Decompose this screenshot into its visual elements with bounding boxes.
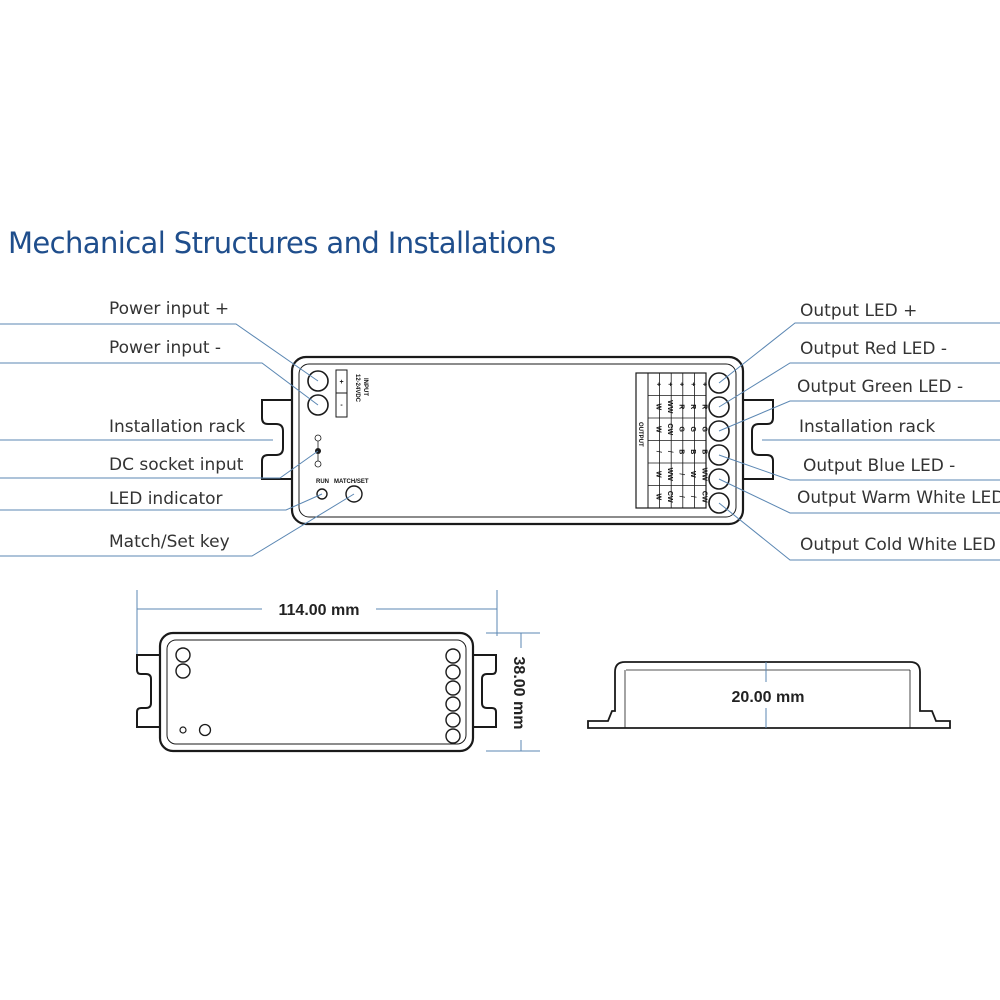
- leader-power-input-minus: [0, 362, 319, 406]
- label-installation-rack-left: Installation rack: [109, 417, 245, 437]
- dimension-match-key: [198, 723, 212, 737]
- installation-rack-left: [261, 399, 292, 480]
- dimension-body: [158, 631, 475, 753]
- label-output-red-led: Output Red LED -: [800, 339, 947, 359]
- output-table-cell: WW: [666, 400, 673, 414]
- output-table-cell: /: [678, 473, 685, 475]
- length-dimension: 114.00 mm: [279, 602, 360, 619]
- output-table-cell: G: [678, 427, 685, 433]
- dimension-rack-left: [136, 654, 160, 728]
- dimension-output-terminal-1: [445, 648, 461, 664]
- label-power-input-plus: Power input +: [109, 299, 229, 319]
- side-profile: [587, 661, 951, 729]
- dimension-input-terminal-1: [175, 647, 191, 663]
- leader-output-red: [718, 362, 1000, 408]
- leader-match-set: [0, 493, 355, 557]
- output-table-cell: +: [701, 382, 708, 386]
- dimension-output-terminal-6: [445, 728, 461, 744]
- leader-dc-socket: [0, 450, 319, 479]
- output-table-cell: +: [654, 382, 661, 386]
- output-table-cell: B: [701, 449, 708, 454]
- dimension-led-indicator: [179, 726, 187, 734]
- label-led-indicator: LED indicator: [109, 489, 223, 509]
- dimension-output-terminal-4: [445, 696, 461, 712]
- output-table-cell: +: [678, 382, 685, 386]
- height-dimension: 20.00 mm: [732, 689, 805, 706]
- voltage-label: 12-24VDC: [354, 374, 360, 403]
- output-table-cell: R: [678, 404, 685, 409]
- dimension-output-terminal-2: [445, 664, 461, 680]
- label-match-set-key: Match/Set key: [109, 532, 230, 552]
- device-dimension-view: 114.00 mm 38.00 mm: [136, 590, 540, 753]
- label-installation-rack-right: Installation rack: [799, 417, 935, 437]
- output-table-cell: WW: [701, 468, 708, 482]
- output-table-cell: CW: [666, 423, 673, 435]
- output-label: OUTPUT: [637, 422, 643, 447]
- output-table-cell: G: [689, 427, 696, 433]
- leader-output-green: [718, 400, 1000, 432]
- output-table-cell: /: [666, 451, 673, 453]
- match-set-label: MATCH/SET: [334, 479, 369, 485]
- label-output-led-plus: Output LED +: [800, 301, 917, 321]
- dc-socket-symbol: [314, 434, 322, 468]
- leader-lines: [0, 322, 1000, 561]
- leader-led-indicator: [0, 493, 323, 511]
- leader-output-blue: [718, 454, 1000, 481]
- device-side-view: 20.00 mm: [587, 661, 951, 729]
- output-table-cell: CW: [666, 491, 673, 503]
- run-label: RUN: [316, 479, 329, 485]
- device-top-view: + - INPUT 12-24VDC RUN MATCH/SET +WW/WW+…: [261, 355, 774, 526]
- output-table-cell: +: [689, 382, 696, 386]
- output-table-cell: WW: [666, 468, 673, 482]
- leader-output-warm-white: [718, 478, 1000, 514]
- dimension-output-terminal-3: [445, 680, 461, 696]
- label-power-input-minus: Power input -: [109, 338, 221, 358]
- page-title: Mechanical Structures and Installations: [8, 226, 556, 260]
- device-inner-outline: [298, 363, 737, 518]
- output-table-cell: /: [654, 451, 661, 453]
- output-table-cell: B: [678, 449, 685, 454]
- output-table-cell: CW: [701, 491, 708, 503]
- dimension-input-terminal-2: [175, 663, 191, 679]
- label-output-green-led: Output Green LED -: [797, 377, 963, 397]
- output-table-cell: W: [654, 471, 661, 478]
- leader-power-input-plus: [0, 323, 319, 382]
- output-table-cell: W: [654, 493, 661, 500]
- output-table-cell: G: [701, 427, 708, 433]
- output-table-cell: +: [666, 382, 673, 386]
- width-dimension: 38.00 mm: [510, 657, 527, 730]
- label-output-blue-led: Output Blue LED -: [803, 456, 955, 476]
- leader-output-cold-white: [718, 502, 1000, 561]
- dimension-rack-right: [473, 654, 497, 728]
- output-table-cell: B: [689, 449, 696, 454]
- dimension-output-terminal-5: [445, 712, 461, 728]
- input-minus-sign: -: [340, 402, 343, 409]
- label-output-warm-white-led: Output Warm White LED -: [797, 488, 1000, 508]
- input-label: INPUT: [362, 378, 368, 396]
- output-table-cell: R: [689, 404, 696, 409]
- output-table-cell: /: [689, 496, 696, 498]
- output-table-cell: R: [701, 404, 708, 409]
- installation-rack-right: [743, 399, 774, 480]
- output-table-cell: W: [689, 471, 696, 478]
- input-plus-sign: +: [339, 379, 343, 386]
- output-table-cell: /: [678, 496, 685, 498]
- label-output-cold-white-led: Output Cold White LED -: [800, 535, 1000, 555]
- device-body: [290, 355, 745, 526]
- label-dc-socket-input: DC socket input: [109, 455, 244, 475]
- leader-output-led-plus: [718, 322, 1000, 384]
- output-table-cell: W: [654, 403, 661, 410]
- dimension-inner-outline: [166, 639, 467, 745]
- output-table-cell: W: [654, 426, 661, 433]
